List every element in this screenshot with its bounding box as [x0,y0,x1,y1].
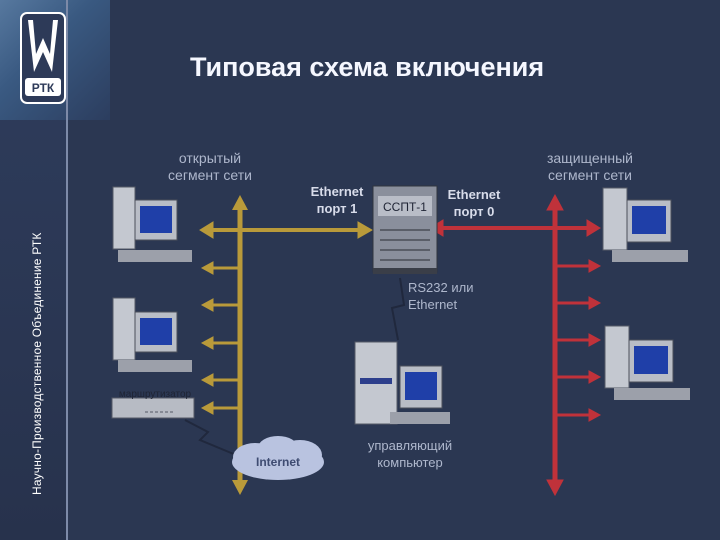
control-computer-label: управляющий компьютер [367,438,453,470]
router-internet-link [184,419,237,456]
rs232-label: RS232 или Ethernet [408,280,474,312]
sspt-device [372,185,438,274]
open-segment-label: открытый сегмент сети [168,150,252,183]
router-label: маршрутизатор [118,389,192,400]
rs232-link [390,277,406,341]
open-segment-bus [232,195,248,495]
internet-label: Internet [256,455,301,469]
protected-computer-bottom [604,325,690,400]
eth-port1-label: Ethernet порт 1 [310,184,364,216]
router [111,397,195,419]
logo-text: РТК [32,81,55,95]
sidebar-divider [66,0,68,540]
page-title: Типовая схема включения [190,52,545,82]
rtk-logo: РТК [20,12,66,104]
open-computer-bottom [112,297,192,372]
open-computer-top [112,186,192,262]
internet-cloud [232,436,324,480]
protected-segment-label: защищенный сегмент сети [546,150,634,183]
open-branches [199,221,374,415]
control-computer [354,341,450,425]
eth-port0-label: Ethernet порт 0 [447,187,501,219]
device-label: ССПТ-1 [383,200,427,214]
protected-computer-top [602,187,688,262]
